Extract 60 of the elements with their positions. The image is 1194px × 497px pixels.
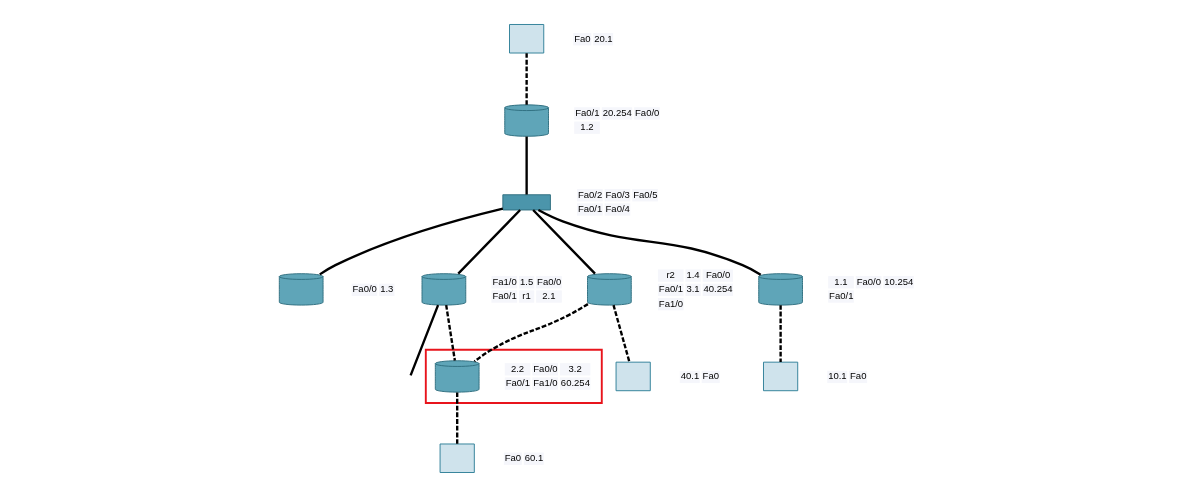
node-label: Fa0/0 bbox=[352, 283, 377, 295]
connector bbox=[318, 207, 503, 276]
node-label: Fa0/0 bbox=[634, 106, 659, 118]
connector bbox=[778, 305, 782, 362]
node-label: r2 bbox=[665, 268, 675, 280]
node-label: 1.1 bbox=[833, 275, 848, 287]
connector bbox=[611, 304, 631, 363]
node-box bbox=[762, 361, 798, 392]
node-label: 60.1 bbox=[524, 452, 543, 464]
cluster bbox=[424, 348, 603, 404]
node-box bbox=[508, 24, 544, 54]
node-label: 1.4 bbox=[685, 268, 700, 280]
node-label: 40.254 bbox=[703, 283, 733, 295]
node-label: 2.2 bbox=[510, 362, 524, 374]
connector bbox=[537, 209, 761, 276]
node-label: Fa0/1 bbox=[658, 283, 683, 295]
node-label: 3.2 bbox=[567, 362, 582, 374]
node-label: 40.1 bbox=[680, 370, 699, 382]
node-label: 3.1 bbox=[685, 283, 700, 295]
connector bbox=[473, 303, 589, 363]
node-label: Fa0/1 bbox=[505, 376, 530, 388]
node-label: Fa0/1 bbox=[491, 289, 517, 301]
node-label: Fa1/0 bbox=[491, 275, 517, 287]
node-label: Fa0/1 bbox=[574, 106, 599, 118]
node-label: Fa0 bbox=[504, 452, 521, 464]
node-label: 60.254 bbox=[560, 376, 590, 388]
connector bbox=[409, 304, 439, 376]
node-label: Fa0/2 bbox=[577, 188, 602, 200]
connector bbox=[524, 53, 528, 105]
node-label: Fa0/3 bbox=[605, 188, 630, 200]
connector bbox=[531, 209, 596, 275]
node-label: 20.254 bbox=[602, 106, 632, 118]
node-label: r1 bbox=[521, 289, 531, 301]
connector bbox=[444, 305, 456, 361]
node-label: Fa0 bbox=[573, 32, 591, 44]
node-label: Fa0/5 bbox=[632, 188, 657, 200]
node-label: Fa0 bbox=[849, 370, 866, 382]
node-box bbox=[439, 443, 475, 473]
node-label: 1.3 bbox=[379, 283, 393, 295]
node-label: 10.254 bbox=[883, 275, 913, 287]
node-label: 10.1 bbox=[827, 370, 847, 382]
node-label: Fa0/0 bbox=[532, 362, 558, 374]
node-label: Fa1/0 bbox=[532, 376, 558, 388]
node-label: 20.1 bbox=[593, 32, 613, 44]
connector bbox=[456, 209, 521, 275]
node-label: Fa0/0 bbox=[856, 275, 881, 287]
node-label: Fa0/1 bbox=[577, 202, 602, 214]
node-label: 2.1 bbox=[541, 289, 556, 301]
node-label: Fa0/4 bbox=[605, 202, 630, 214]
node-label: Fa0/0 bbox=[705, 268, 730, 280]
node-box bbox=[501, 194, 551, 211]
node-label: Fa1/0 bbox=[658, 297, 683, 309]
node-label: 1.5 bbox=[519, 275, 533, 287]
connector bbox=[455, 392, 458, 444]
node-label: Fa0/1 bbox=[828, 289, 853, 301]
connector bbox=[524, 136, 528, 195]
node-label: Fa0/0 bbox=[536, 275, 561, 287]
node-label: Fa0 bbox=[702, 370, 719, 382]
node-label: 1.2 bbox=[579, 121, 594, 133]
node-box bbox=[615, 361, 651, 392]
